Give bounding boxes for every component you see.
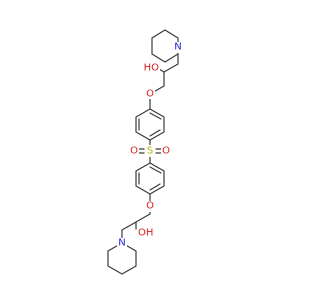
atom-label-bottom-n: N — [117, 238, 127, 249]
molecule-diagram: N HO O S O O O OH N — [107, 29, 183, 275]
bottom-oh-text: OH — [138, 228, 153, 239]
structure-svg: N HO O S O O O OH N — [107, 29, 183, 275]
bond-ch2-choh-bottom — [135, 213, 151, 223]
lower-benzene-double-2 — [149, 183, 161, 191]
top-ether-o-text: O — [146, 89, 154, 100]
top-n-text: N — [174, 42, 181, 53]
atom-label-bottom-ether-o: O — [145, 201, 155, 212]
atom-label-top-ether-o: O — [145, 88, 155, 100]
atom-label-bottom-oh: OH — [137, 228, 153, 239]
bottom-n-text: N — [118, 238, 125, 249]
lower-benzene-double-1 — [149, 166, 162, 174]
atom-label-top-oh: HO — [144, 63, 160, 74]
sulfonyl-o-left-text: O — [130, 146, 138, 157]
bottom-piperidine-ring — [107, 242, 137, 275]
bond-ch2-choh-top — [163, 63, 179, 73]
bond-choh-ch2-bottom — [121, 221, 137, 231]
top-oh-text: HO — [144, 63, 160, 74]
atom-label-sulfonyl-o-right: O — [161, 145, 172, 157]
atom-label-top-n: N — [173, 42, 183, 53]
atom-label-sulfonyl-o-left: O — [128, 145, 139, 157]
upper-benzene-double-2 — [149, 129, 161, 137]
sulfur-text: S — [147, 146, 153, 157]
upper-benzene-double-1 — [149, 112, 162, 120]
sulfonyl-o-right-text: O — [162, 146, 170, 157]
atom-label-sulfur: S — [145, 145, 155, 157]
bottom-ether-o-text: O — [146, 201, 154, 212]
